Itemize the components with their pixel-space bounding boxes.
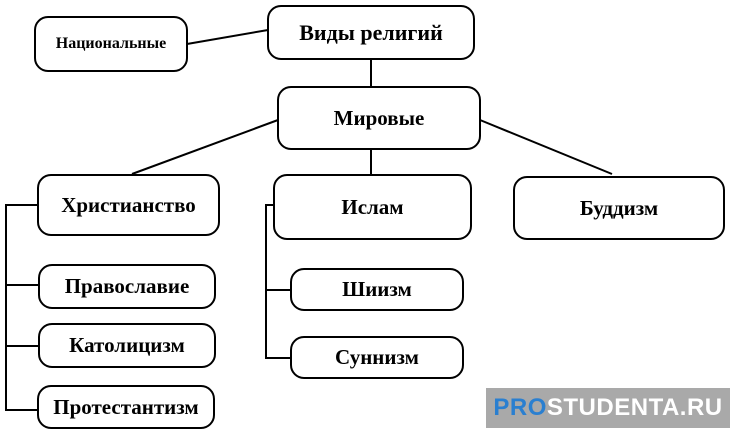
node-sunnism-label: Суннизм: [335, 345, 419, 369]
node-buddhism: Буддизм: [513, 176, 725, 240]
node-catholicism: Католицизм: [38, 323, 216, 368]
line-world-christianity: [131, 119, 279, 175]
node-shiism-label: Шиизм: [342, 277, 412, 301]
node-islam: Ислам: [273, 174, 472, 240]
node-christianity-label: Христианство: [61, 192, 196, 217]
node-religion-types: Виды религий: [267, 5, 475, 60]
node-buddhism-label: Буддизм: [579, 195, 659, 220]
line-world-buddhism: [479, 119, 613, 175]
node-protestantism-label: Протестантизм: [53, 394, 199, 419]
node-world: Мировые: [277, 86, 481, 150]
node-world-label: Мировые: [333, 105, 425, 130]
line-islam-branches: [265, 204, 292, 359]
node-national-label: Национальные: [55, 35, 167, 52]
node-protestantism: Протестантизм: [37, 385, 215, 429]
watermark-logo-pro: PRO: [493, 394, 547, 421]
node-national: Национальные: [34, 16, 188, 72]
node-catholicism-label: Католицизм: [69, 333, 185, 357]
line-christianity-branches: [5, 204, 40, 411]
node-religion-types-label: Виды религий: [299, 19, 443, 45]
node-sunnism: Суннизм: [290, 336, 464, 379]
node-islam-label: Ислам: [341, 194, 404, 219]
node-christianity: Христианство: [37, 174, 220, 236]
line-root-national: [186, 29, 269, 45]
node-shiism: Шиизм: [290, 268, 464, 311]
node-orthodoxy: Православие: [38, 264, 216, 309]
node-orthodoxy-label: Православие: [64, 274, 190, 298]
watermark-logo-studenta: STUDENTA.RU: [546, 394, 723, 421]
